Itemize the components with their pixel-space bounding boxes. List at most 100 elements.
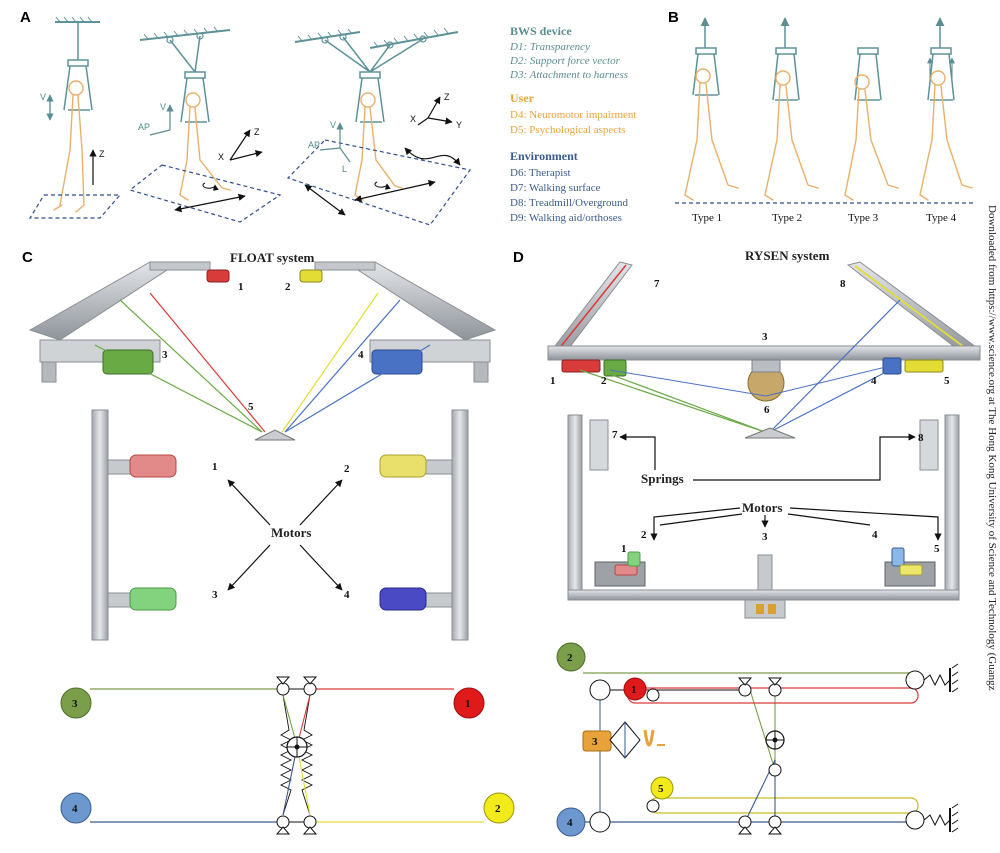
axis-label-z: Z (254, 127, 260, 137)
panel-d: D RYSEN system 7 8 3 1 2 (513, 248, 982, 837)
axis-label-v: V (40, 92, 46, 102)
type-label: Type 1 (692, 212, 722, 224)
panel-b: B (668, 9, 975, 224)
motor-number: 5 (934, 543, 940, 555)
rysen-label: 3 (762, 331, 768, 343)
cable-node-4 (60, 792, 92, 824)
legend-device-item: D3: Attachment to harness (509, 69, 628, 81)
panel-a-letter: A (20, 9, 31, 26)
motor-3 (129, 587, 177, 611)
legend-user-item: D4: Neuromotor impairment (510, 109, 636, 121)
rysen-label: 5 (944, 375, 950, 387)
walker-type-2 (764, 17, 819, 201)
rysen-motors-closeup: Springs 7 8 Motors 2 3 4 1 5 (567, 414, 960, 619)
cable-node-label: 1 (631, 684, 637, 696)
axis-label-v: V (160, 102, 166, 112)
legend-environment-item: D8: Treadmill/Overground (510, 197, 629, 209)
panel-a-figure-3: V AP L Z X Y (286, 27, 472, 226)
motor-2 (379, 454, 427, 478)
axis-label-ap: AP (138, 122, 150, 132)
motor-1 (206, 269, 230, 283)
panel-c: C FLOAT system 1 2 3 4 (22, 249, 515, 835)
rysen-schematic: 2 1 3 5 4 (556, 642, 959, 837)
panel-d-letter: D (513, 249, 524, 266)
float-schematic: 3 1 4 2 (60, 676, 515, 835)
motor-1 (614, 564, 638, 576)
cable-node-label: 2 (567, 652, 573, 664)
motor-2 (603, 359, 627, 377)
motor-4 (891, 547, 905, 567)
cable-node-5 (650, 776, 674, 800)
panel-b-letter: B (668, 9, 679, 26)
float-label: 2 (285, 281, 291, 293)
cable-node-label: 4 (72, 803, 78, 815)
spring-number: 8 (918, 432, 924, 444)
motor-number: 3 (762, 531, 768, 543)
motor-5 (904, 359, 944, 373)
float-label: 1 (238, 281, 244, 293)
float-label: 5 (248, 401, 254, 413)
download-watermark: Downloaded from https://www.science.org … (986, 205, 998, 691)
rysen-label: 2 (601, 375, 607, 387)
axis-label-l: L (342, 164, 347, 174)
motor-number: 4 (872, 529, 878, 541)
axis-label-y: Y (456, 120, 462, 130)
motor-5 (899, 564, 923, 576)
legend-environment-item: D9: Walking aid/orthoses (510, 212, 622, 224)
axis-label-ap: AP (308, 140, 320, 150)
cable-node-1 (623, 677, 647, 701)
rysen-rendering: 7 8 3 1 2 4 5 6 (547, 261, 982, 439)
cable-node-label: 1 (465, 698, 471, 710)
rysen-motors-label: Motors (742, 500, 782, 515)
axis-label-v: V (330, 120, 336, 130)
rysen-label: 4 (871, 375, 877, 387)
panel-a-figure-2: V AP Z X (128, 26, 282, 223)
motors-label: Motors (271, 525, 311, 540)
motor-number: 2 (344, 463, 350, 475)
cable-node-2 (483, 792, 515, 824)
panel-a-figure-1: V Z (28, 16, 122, 219)
float-label: 3 (162, 349, 168, 361)
motor-number: 1 (621, 543, 627, 555)
float-label: 4 (358, 349, 364, 361)
rysen-label: 1 (550, 375, 556, 387)
type-label: Type 4 (926, 212, 957, 224)
legend-device-item: D1: Transparency (509, 41, 590, 53)
float-motors-closeup: Motors 1 2 3 4 (91, 409, 469, 641)
rysen-label: 8 (840, 278, 846, 290)
axis-label-z: Z (444, 92, 450, 102)
motor-1 (129, 454, 177, 478)
cable-node-label: 4 (567, 817, 573, 829)
type-label: Type 2 (772, 212, 802, 224)
legend-device-item: D2: Support force vector (509, 55, 621, 67)
requirements-legend: BWS device D1: Transparency D2: Support … (509, 24, 636, 224)
cable-node-label: 3 (592, 736, 598, 748)
axis-label-z: Z (99, 149, 105, 159)
motor-number: 4 (344, 589, 350, 601)
cable-node-4 (556, 807, 586, 837)
legend-user-title: User (510, 91, 535, 105)
springs-label: Springs (641, 471, 684, 486)
motor-2 (299, 269, 323, 283)
cable-node-label: 3 (72, 698, 78, 710)
axis-label-x: X (218, 152, 224, 162)
motor-4 (882, 357, 902, 375)
motor-4 (371, 349, 423, 375)
motor-4 (379, 587, 427, 611)
cable-node-label: 2 (495, 803, 501, 815)
rysen-label: 7 (654, 278, 660, 290)
motor-1 (561, 359, 601, 373)
cable-node-2 (556, 642, 586, 672)
rysen-system-title: RYSEN system (745, 248, 830, 263)
panel-a: A V Z (20, 9, 472, 226)
walker-type-3 (844, 47, 899, 201)
cable-node-label: 5 (658, 783, 664, 795)
walker-type-1 (684, 17, 739, 201)
motor-number: 3 (212, 589, 218, 601)
motor-number: 2 (641, 529, 647, 541)
axis-label-x: X (410, 114, 416, 124)
legend-user-item: D5: Psychological aspects (510, 124, 625, 136)
walker-type-4 (919, 17, 973, 201)
legend-environment-item: D7: Walking surface (510, 182, 601, 194)
